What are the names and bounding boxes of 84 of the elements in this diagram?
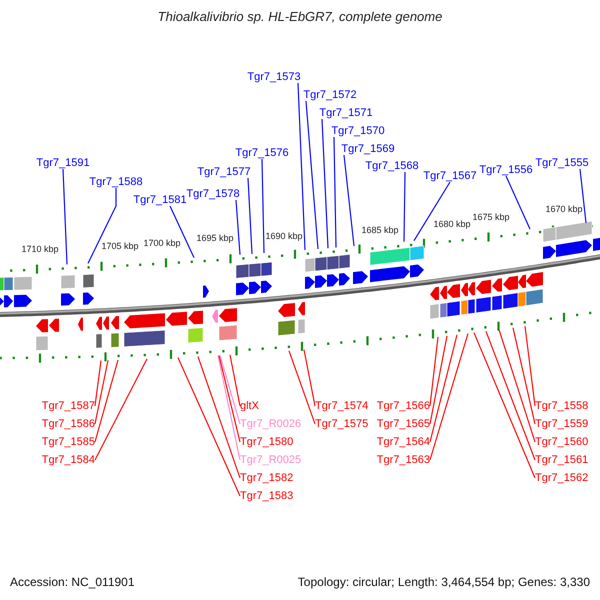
- leader-line: [247, 178, 253, 254]
- scale-label: 1705 kbp: [101, 241, 139, 251]
- leader-line: [305, 100, 319, 250]
- leader-line: [429, 334, 458, 442]
- gene-label: Tgr7_1563: [376, 454, 430, 466]
- leader-line: [88, 188, 117, 264]
- scale-label: 1700 kbp: [143, 238, 181, 248]
- leader-line: [429, 336, 439, 406]
- gene-label: Tgr7_1571: [319, 107, 373, 119]
- leader-line: [524, 326, 536, 406]
- gene-label: Tgr7_1562: [535, 472, 588, 484]
- gene-label: Tgr7_1587: [42, 400, 95, 412]
- gene-label: Tgr7_1576: [235, 147, 289, 159]
- leader-line: [343, 154, 355, 246]
- scale-label: 1670 kbp: [545, 204, 583, 214]
- gene-label: Tgr7_1582: [240, 472, 294, 484]
- gene-label: Tgr7_1573: [247, 71, 301, 83]
- scale-label: 1675 kbp: [472, 212, 510, 222]
- leader-line: [178, 357, 240, 496]
- gene-label: Tgr7_1556: [479, 164, 533, 176]
- gene-label: Tgr7_1591: [36, 157, 90, 169]
- leader-line: [94, 360, 109, 424]
- leader-line: [94, 358, 148, 460]
- leader-line: [429, 336, 448, 424]
- leader-line: [218, 355, 241, 442]
- gene-label: Tgr7_1574: [315, 400, 368, 412]
- leader-line: [219, 355, 241, 424]
- leader-line: [94, 360, 119, 442]
- title: Thioalkalivibrio sp. HL-EbGR7, complete genome: [156, 9, 444, 24]
- gene-label: Tgr7_1570: [331, 125, 385, 137]
- gene-label: Tgr7_1572: [303, 89, 357, 101]
- leader-line: [288, 350, 316, 424]
- gene-label: Tgr7_1588: [89, 176, 143, 188]
- gene-label: gltX: [240, 400, 259, 412]
- leader-line: [485, 331, 536, 460]
- gene-label: Tgr7_R0025: [240, 454, 302, 466]
- leader-line: [62, 168, 68, 264]
- leader-line: [506, 176, 530, 230]
- gene-label: Tgr7_R0026: [240, 418, 302, 430]
- scale-label: 1685 kbp: [361, 225, 399, 235]
- gene-label: Tgr7_1555: [535, 157, 589, 169]
- accession-text: Accession: NC_011901: [10, 575, 135, 589]
- gene-label: Tgr7_1560: [535, 436, 588, 448]
- gene-label: Tgr7_1564: [376, 436, 430, 448]
- leader-line: [429, 333, 469, 460]
- leader-line: [321, 118, 329, 248]
- leader-line: [512, 328, 536, 424]
- gene-label: Tgr7_1559: [535, 418, 588, 430]
- leader-line: [197, 356, 241, 478]
- gene-label: Tgr7_1558: [535, 400, 588, 412]
- leader-line: [403, 172, 406, 242]
- gene-label: Tgr7_1586: [42, 418, 95, 430]
- leader-line: [235, 200, 241, 255]
- scale-label: 1680 kbp: [433, 219, 471, 229]
- leader-line: [303, 350, 316, 406]
- leader-line: [474, 332, 536, 478]
- leader-line: [414, 182, 450, 241]
- leader-line: [498, 329, 536, 442]
- scale-label: 1710 kbp: [21, 244, 59, 254]
- leader-line: [297, 82, 306, 250]
- gene-label: Tgr7_1566: [376, 400, 430, 412]
- leader-line: [217, 355, 241, 460]
- gene-label: Tgr7_1575: [315, 418, 368, 430]
- gene-label: Tgr7_1567: [423, 170, 477, 182]
- genome-info-text: Topology: circular; Length: 3,464,554 bp; Genes: 3,330: [298, 575, 590, 589]
- gene-label: Tgr7_1581: [133, 194, 187, 206]
- leader-line: [333, 137, 337, 248]
- leader-line: [579, 168, 587, 223]
- gene-label: Tgr7_1569: [341, 143, 395, 155]
- leader-line: [170, 206, 194, 258]
- gene-label: Tgr7_1580: [240, 436, 294, 448]
- leader-line: [94, 360, 102, 406]
- scale-label: 1690 kbp: [265, 231, 303, 241]
- gene-label: Tgr7_1578: [186, 188, 240, 200]
- gene-label: Tgr7_1568: [365, 160, 419, 172]
- gene-label: Tgr7_1565: [376, 418, 430, 430]
- gene-label: Tgr7_1584: [42, 454, 95, 466]
- gene-label: Tgr7_1577: [197, 166, 251, 178]
- scale-label: 1695 kbp: [196, 233, 234, 243]
- leader-line: [261, 158, 265, 254]
- leader-line: [229, 354, 241, 406]
- gene-label: Tgr7_1583: [240, 490, 294, 502]
- gene-label: Tgr7_1561: [535, 454, 588, 466]
- gene-label: Tgr7_1585: [42, 436, 95, 448]
